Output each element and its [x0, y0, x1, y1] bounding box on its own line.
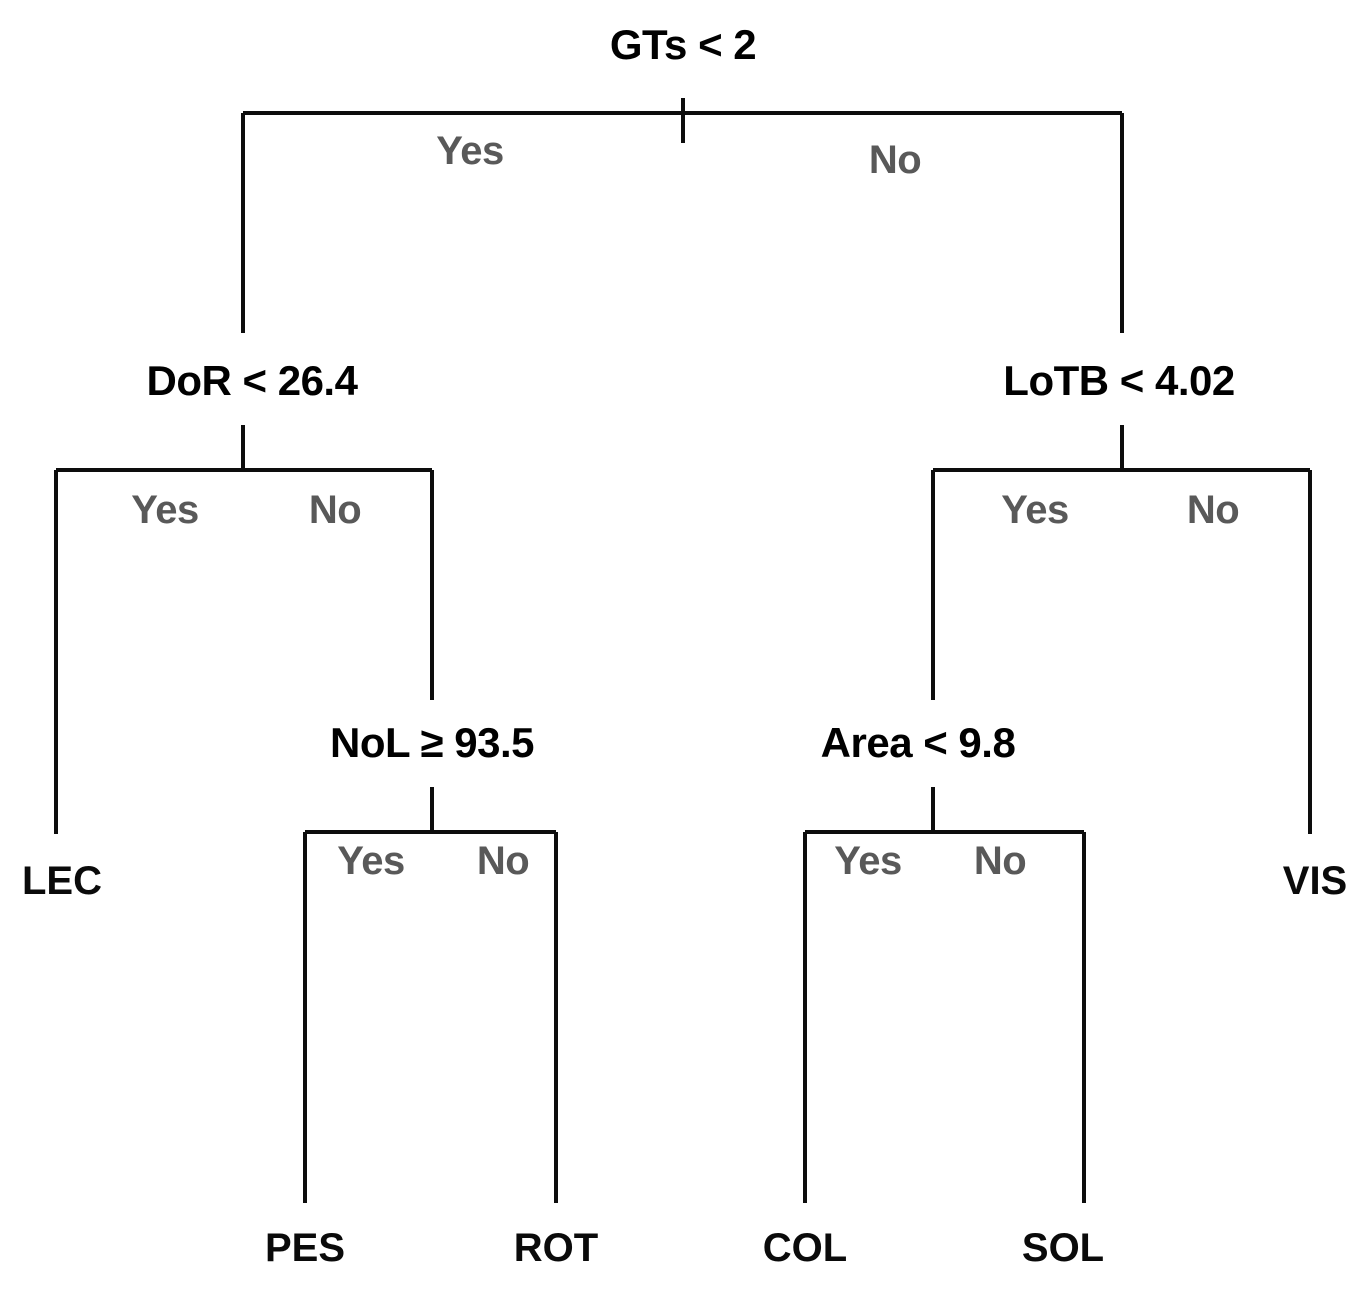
branch-label-lotb-no: No	[1186, 488, 1240, 532]
node-label-dor: DoR < 26.4	[146, 357, 358, 404]
leaf-label-vis: VIS	[1282, 859, 1348, 903]
branch-label-root-no: No	[868, 138, 922, 182]
branch-label-area-yes: Yes	[834, 839, 902, 883]
leaf-label-col: COL	[762, 1226, 848, 1270]
branch-label-area-no: No	[973, 839, 1027, 883]
branch-label-nol-no: No	[476, 839, 530, 883]
branch-label-root-yes: Yes	[436, 129, 504, 173]
node-label-area: Area < 9.8	[820, 719, 1016, 766]
branch-label-lotb-yes: Yes	[1001, 488, 1069, 532]
node-label-lotb: LoTB < 4.02	[1003, 357, 1235, 404]
branch-label-dor-no: No	[308, 488, 362, 532]
leaf-label-pes: PES	[264, 1226, 346, 1270]
leaf-label-lec: LEC	[22, 859, 102, 903]
leaf-label-sol: SOL	[1021, 1226, 1105, 1270]
node-label-root: GTs < 2	[609, 21, 757, 68]
branch-label-dor-yes: Yes	[131, 488, 199, 532]
leaf-label-rot: ROT	[513, 1226, 599, 1270]
branch-label-nol-yes: Yes	[337, 839, 405, 883]
node-label-nol: NoL ≥ 93.5	[329, 719, 535, 766]
